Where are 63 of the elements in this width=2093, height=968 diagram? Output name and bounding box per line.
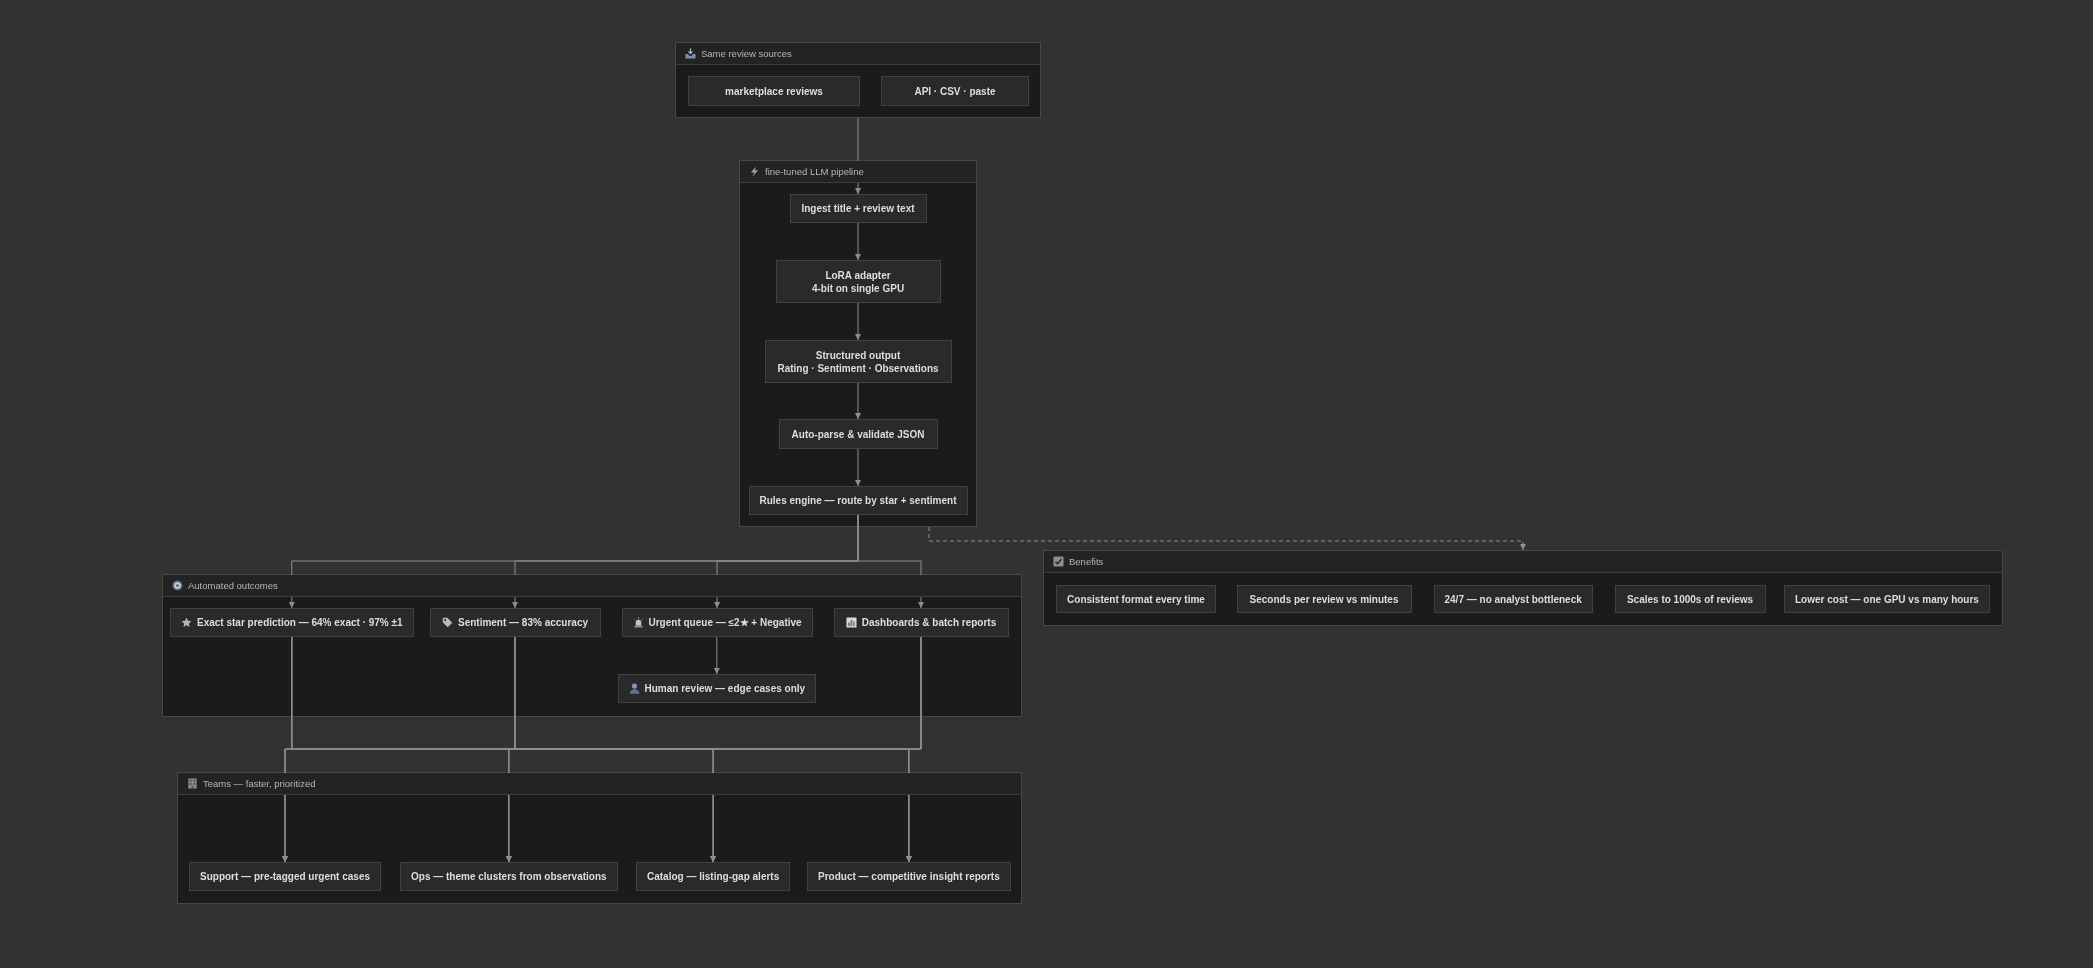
arrow	[713, 636, 720, 675]
node-label: Exact star prediction — 64% exact · 97% ±1	[197, 616, 403, 629]
group-panel	[177, 772, 1022, 904]
process-box	[1433, 585, 1593, 613]
node-label: Consistent format every time	[1067, 592, 1205, 606]
node-label: Support — pre-tagged urgent cases	[200, 870, 371, 883]
process-box	[1614, 585, 1766, 613]
process-box	[807, 862, 1011, 891]
node-label: Seconds per review vs minutes	[1249, 592, 1399, 606]
process-box	[778, 419, 938, 449]
arrow	[855, 222, 861, 261]
process-box	[1056, 585, 1216, 613]
node-label: Rating · Sentiment · Observations	[777, 361, 939, 375]
process-box	[621, 608, 813, 637]
process-box	[170, 608, 414, 637]
process-box	[1236, 585, 1412, 613]
process-box	[881, 76, 1029, 106]
arrow	[855, 382, 861, 420]
group-panel	[162, 574, 1022, 717]
process-box	[775, 260, 941, 303]
process-box	[429, 608, 601, 637]
arrow	[855, 117, 861, 195]
process-box	[688, 76, 860, 106]
node-label: Dashboards & batch reports	[861, 616, 997, 629]
node-label: marketplace reviews	[725, 84, 823, 98]
arrow	[855, 302, 861, 341]
node-label: LoRA adapter	[825, 268, 891, 282]
dashed-arrow	[928, 526, 1526, 551]
process-box	[1784, 585, 1990, 613]
node-label: Catalog — listing-gap alerts	[647, 870, 780, 883]
group-title: Teams — faster, prioritized	[203, 777, 316, 790]
group-panel	[739, 160, 977, 527]
group-panel	[1043, 550, 2003, 626]
arrow	[857, 514, 924, 609]
process-box	[617, 674, 817, 703]
process-box	[833, 608, 1009, 637]
node-label: Scales to 1000s of reviews	[1626, 592, 1754, 606]
arrow	[905, 636, 922, 863]
node-label: Lower cost — one GPU vs many hours	[1795, 592, 1979, 606]
group-title: Automated outcomes	[188, 579, 278, 592]
group-title: Benefits	[1069, 555, 1104, 568]
process-box	[789, 194, 927, 223]
node-label: API · CSV · paste	[914, 84, 996, 98]
process-box	[400, 862, 618, 891]
node-label: Structured output	[815, 348, 901, 362]
node-label: Sentiment — 83% accuracy	[457, 616, 589, 629]
node-label: 4-bit on single GPU	[811, 281, 905, 295]
node-label: 24/7 — no analyst bottleneck	[1444, 592, 1582, 606]
group-panel	[675, 42, 1041, 118]
process-box	[748, 486, 968, 515]
group-title: Same review sources	[701, 47, 792, 60]
node-label: Ingest title + review text	[801, 202, 915, 215]
node-label: Product — competitive insight reports	[818, 870, 1000, 883]
node-label: Ops — theme clusters from observations	[411, 870, 607, 883]
node-label: Auto-parse & validate JSON	[791, 427, 925, 441]
group-title: fine-tuned LLM pipeline	[765, 165, 864, 178]
node-label: Rules engine — route by star + sentiment	[759, 494, 957, 507]
node-label: Urgent queue — ≤2★ + Negative	[648, 616, 802, 629]
process-box	[189, 862, 382, 891]
process-box	[764, 340, 952, 383]
node-label: Human review — edge cases only	[644, 682, 806, 695]
process-box	[636, 862, 791, 891]
arrow	[855, 448, 861, 487]
